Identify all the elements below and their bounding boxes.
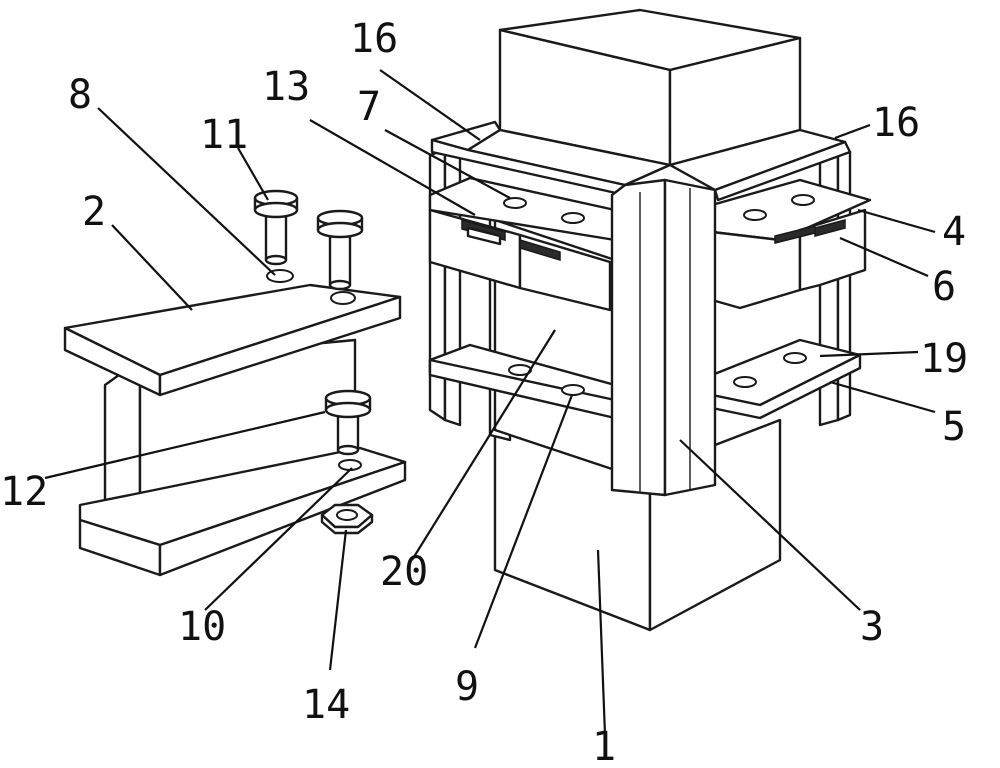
label-4: 4 — [942, 209, 966, 255]
label-1: 1 — [592, 724, 616, 768]
label-11: 11 — [200, 112, 248, 158]
bolt-11 — [253, 189, 299, 266]
label-7: 7 — [357, 84, 381, 130]
clamp-blocks-left — [428, 208, 612, 312]
bolt-hole — [330, 291, 356, 305]
label-8: 8 — [68, 72, 92, 118]
upper-plate-4 — [428, 176, 872, 242]
label-16a: 16 — [350, 16, 398, 62]
label-9: 9 — [455, 664, 479, 710]
collar-16 — [430, 120, 852, 202]
label-19: 19 — [920, 336, 968, 382]
label-20: 20 — [380, 549, 428, 595]
stiffener-3 — [610, 178, 717, 497]
label-12: 12 — [0, 469, 48, 515]
label-14: 14 — [302, 682, 350, 728]
label-5: 5 — [942, 404, 966, 450]
upper-sleeve — [498, 8, 802, 167]
label-3: 3 — [860, 604, 884, 650]
bolt-12 — [324, 389, 372, 456]
label-2: 2 — [82, 189, 106, 235]
bolt-hole-9 — [561, 384, 585, 396]
label-13: 13 — [262, 64, 310, 110]
label-6: 6 — [932, 264, 956, 310]
i-beam — [63, 269, 407, 577]
label-16b: 16 — [872, 100, 920, 146]
label-10: 10 — [178, 604, 226, 650]
nut-14 — [320, 503, 374, 535]
bolt-11b — [316, 209, 364, 291]
bolt-hole-7 — [503, 197, 527, 209]
leader-lines — [44, 69, 936, 736]
